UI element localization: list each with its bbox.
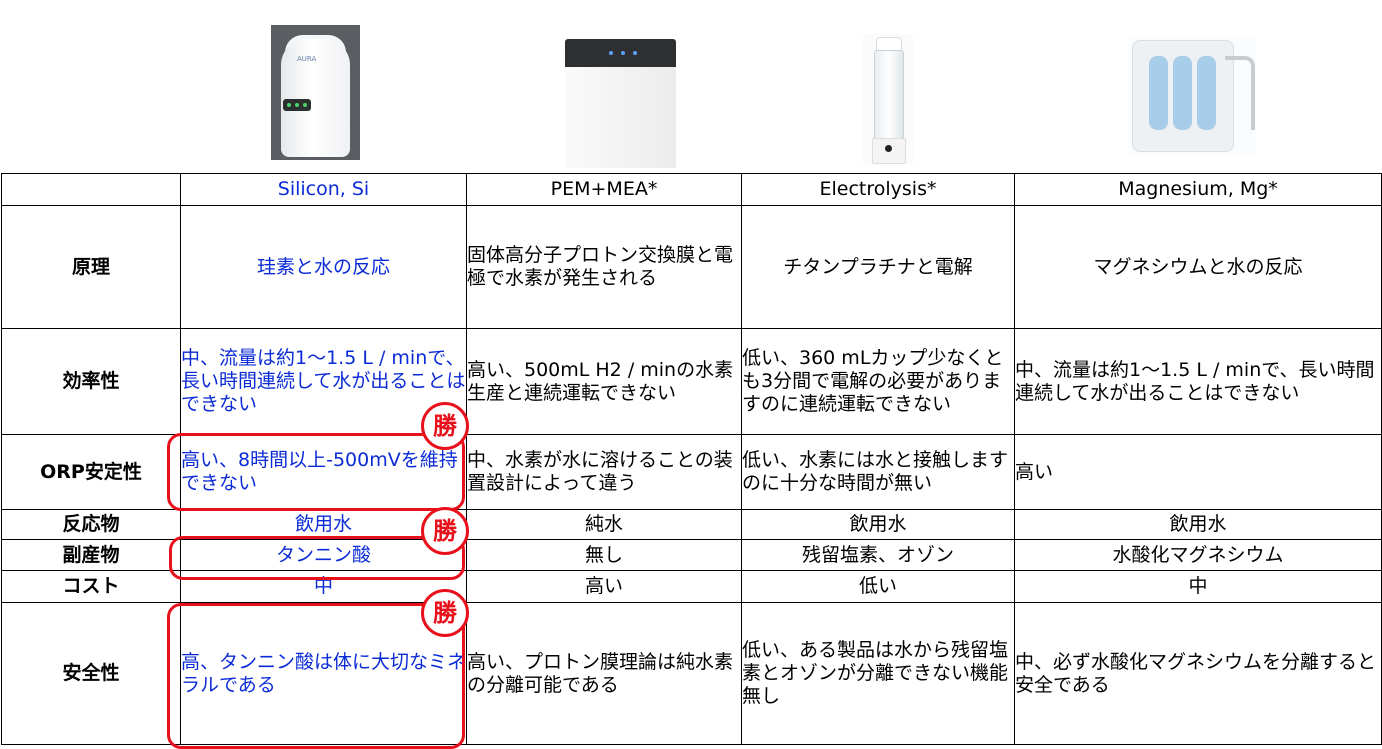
row-orp: ORP安定性 高い、8時間以上-500mVを維持できない 中、水素が水に溶けるこ… [1,434,1382,510]
cell-magnesium: 高い [1014,434,1382,510]
product-logo: AURA [297,55,317,63]
win-stamp-icon: 勝 [421,589,469,637]
cell-pem: 固体高分子プロトン交換膜と電極で水素が発生される [466,205,742,329]
product-body [281,39,350,157]
header-corner [1,173,181,206]
cell-electrolysis: 低い [741,570,1015,603]
product-top-panel [565,39,676,67]
filter-cartridge [1197,56,1216,130]
row-cost: コスト 中 高い 低い 中 [1,570,1382,603]
silicon-product-image: AURA [271,25,360,160]
cell-electrolysis: チタンプラチナと電解 [741,205,1015,329]
product-body [565,67,676,168]
cell-silicon: 高、タンニン酸は体に大切なミネラルである [180,602,467,745]
row-label: 原理 [1,205,181,329]
row-label: ORP安定性 [1,434,181,510]
cell-silicon: 高い、8時間以上-500mVを維持できない [180,434,467,510]
row-principle: 原理 珪素と水の反応 固体高分子プロトン交換膜と電極で水素が発生される チタンプ… [1,205,1382,329]
cell-pem: 中、水素が水に溶けることの装置設計によって違う [466,434,742,510]
cell-silicon: タンニン酸 [180,539,467,571]
electrolysis-product-image [863,34,913,165]
row-label: 効率性 [1,328,181,435]
bottle-base [872,138,906,164]
cell-magnesium: 中、流量は約1～1.5 L / minで、長い時間連続して水が出ることはできない [1014,328,1382,435]
pem-product-image [565,39,676,168]
cell-magnesium: 中、必ず水酸化マグネシウムを分離すると安全である [1014,602,1382,745]
header-pem: PEM+MEA* [466,173,742,206]
bottle-body [874,50,904,140]
cell-electrolysis: 残留塩素、オゾン [741,539,1015,571]
row-efficiency: 効率性 中、流量は約1～1.5 L / minで、長い時間連続して水が出ることは… [1,328,1382,435]
cell-electrolysis: 飲用水 [741,509,1015,540]
cell-magnesium: 水酸化マグネシウム [1014,539,1382,571]
cell-magnesium: 飲用水 [1014,509,1382,540]
magnesium-product-image [1129,36,1256,157]
row-label: 副産物 [1,539,181,571]
row-label: 反応物 [1,509,181,540]
cell-electrolysis: 低い、ある製品は水から残留塩素とオゾンが分離できない機能無し [741,602,1015,745]
win-stamp-icon: 勝 [421,402,469,450]
row-safety: 安全性 高、タンニン酸は体に大切なミネラルである 高い、プロトン膜理論は純水素の… [1,602,1382,745]
filter-cartridge [1173,56,1192,130]
row-byproduct: 副産物 タンニン酸 無し 残留塩素、オゾン 水酸化マグネシウム [1,539,1382,571]
faucet-icon [1225,56,1255,130]
win-stamp-icon: 勝 [421,507,469,555]
cell-pem: 純水 [466,509,742,540]
header-silicon: Silicon, Si [180,173,467,206]
cell-electrolysis: 低い、水素には水と接触しますのに十分な時間が無い [741,434,1015,510]
cell-pem: 高い、プロトン膜理論は純水素の分離可能である [466,602,742,745]
cell-magnesium: 中 [1014,570,1382,603]
header-magnesium: Magnesium, Mg* [1014,173,1382,206]
cell-magnesium: マグネシウムと水の反応 [1014,205,1382,329]
header-row: Silicon, Si PEM+MEA* Electrolysis* Magne… [1,173,1382,206]
cell-pem: 高い、500mL H2 / minの水素生産と連続運転できない [466,328,742,435]
header-electrolysis: Electrolysis* [741,173,1015,206]
comparison-table: Silicon, Si PEM+MEA* Electrolysis* Magne… [1,173,1382,745]
cell-silicon: 珪素と水の反応 [180,205,467,329]
cell-silicon: 中 [180,570,467,603]
led-panel [283,99,311,111]
cell-electrolysis: 低い、360 mLカップ少なくとも3分間で電解の必要がありますのに連続運転できな… [741,328,1015,435]
row-reactant: 反応物 飲用水 純水 飲用水 飲用水 [1,509,1382,540]
cell-pem: 無し [466,539,742,571]
cell-pem: 高い [466,570,742,603]
filter-cartridge [1149,56,1168,130]
row-label: 安全性 [1,602,181,745]
row-label: コスト [1,570,181,603]
